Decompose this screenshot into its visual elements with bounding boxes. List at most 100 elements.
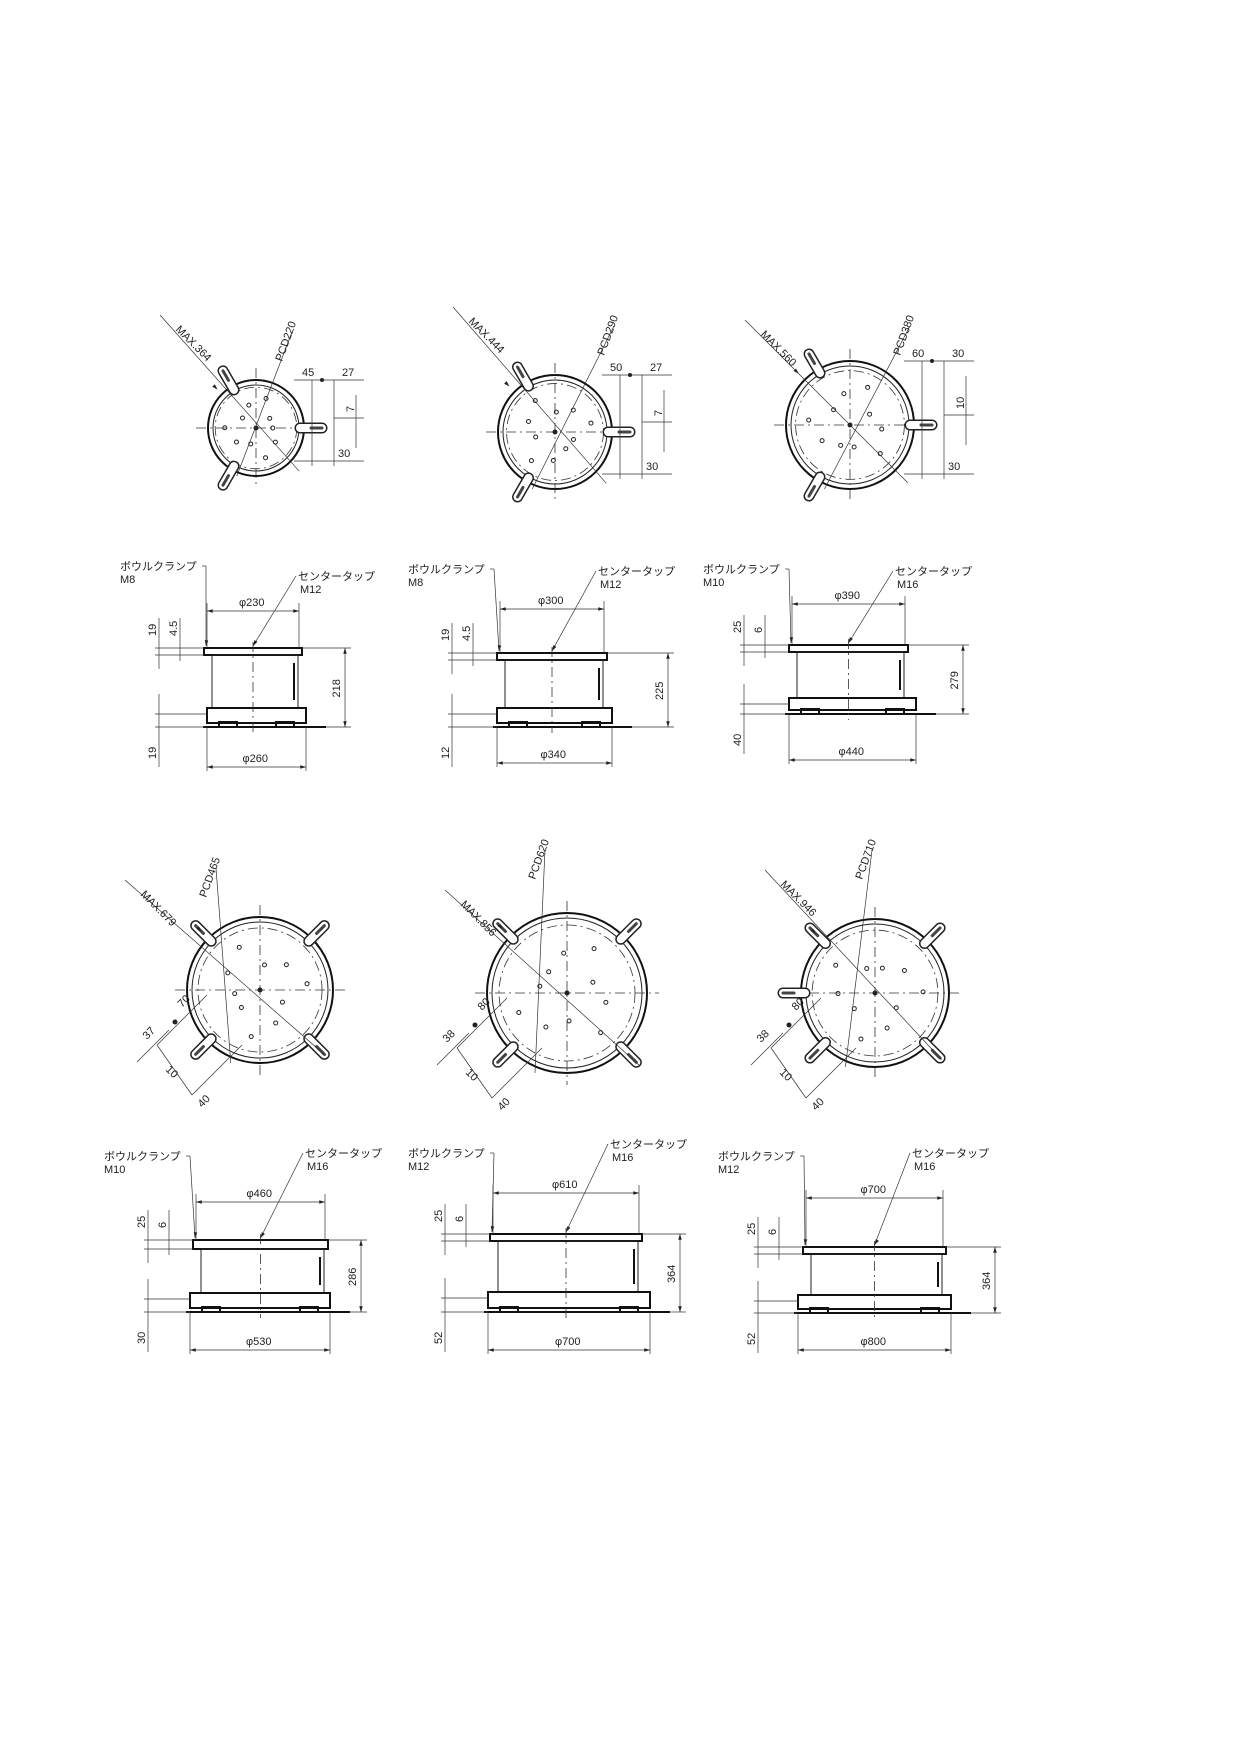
arrowhead: [789, 637, 794, 643]
top-diameter-dim: φ610: [552, 1179, 578, 1191]
mounting-hole: [262, 962, 268, 968]
base-diameter-dim: φ440: [839, 746, 865, 758]
bowl-clamp-label: ボウルクランプ: [408, 563, 485, 576]
mounting-hole: [240, 415, 246, 421]
arrowhead: [359, 1240, 363, 1246]
base-height-dim: 52: [433, 1332, 445, 1344]
bowl-clamp-size: M8: [408, 577, 423, 589]
arrowhead: [490, 1226, 495, 1232]
arrowhead: [961, 645, 965, 651]
base-height-dim: 30: [136, 1332, 148, 1344]
arrowhead: [212, 384, 218, 390]
mounting-hole: [270, 425, 276, 431]
arrowhead: [810, 928, 816, 934]
mounting-hole: [279, 999, 285, 1005]
mounting-hole: [920, 989, 926, 995]
arrowhead: [497, 923, 503, 929]
center-tap-label: センタータップ: [298, 570, 375, 583]
mounting-hole: [841, 391, 847, 397]
max-diameter-label: MAX.679: [138, 889, 178, 929]
pcd-label: PCD220: [274, 320, 299, 363]
mounting-hole: [851, 444, 857, 450]
arrowhead: [190, 1348, 196, 1352]
mounting-hole: [858, 1036, 864, 1042]
bowl-outline: [186, 916, 334, 1064]
dim-lug-reach: 40: [196, 1093, 213, 1110]
mounting-hole: [806, 417, 812, 423]
arrowhead: [196, 926, 202, 932]
mounting-hole: [272, 439, 278, 445]
arrowhead: [678, 1306, 682, 1312]
mounting-hole: [893, 1005, 899, 1011]
base-diameter-dim: φ800: [861, 1336, 887, 1348]
mounting-hole: [553, 409, 559, 415]
arrowhead: [789, 758, 795, 762]
center-tap-size: M16: [897, 579, 918, 591]
bowl-clamp-size: M12: [408, 1161, 429, 1173]
dim-lug-width: 7: [653, 410, 665, 416]
drive-body: [810, 1253, 943, 1296]
mounting-hole: [867, 411, 873, 417]
arrowhead: [207, 609, 213, 613]
pcd-label: PCD710: [854, 838, 879, 881]
mounting-hole: [225, 970, 231, 976]
arrowhead: [910, 758, 916, 762]
mounting-hole: [222, 425, 228, 431]
mounting-hole: [865, 384, 871, 390]
arrowhead: [899, 602, 905, 606]
mounting-hole: [236, 944, 242, 950]
mounting-hole: [561, 950, 567, 956]
arrowhead: [803, 1239, 808, 1245]
arrowhead: [606, 761, 612, 765]
bowl-clamp-size: M8: [120, 574, 135, 586]
top-diameter-dim: φ230: [239, 597, 265, 609]
mounting-hole: [267, 415, 273, 421]
center-tap-size: M16: [612, 1152, 633, 1164]
dim-lug-offset: 45: [302, 367, 314, 379]
center-tap-label: センタータップ: [598, 565, 675, 578]
top-diameter-dim: φ460: [247, 1188, 273, 1200]
plate-thickness-dim: 4.5: [168, 621, 180, 636]
arrowhead: [497, 761, 503, 765]
mounting-hole: [835, 991, 841, 997]
arrowhead: [300, 765, 306, 769]
mounting-hole: [532, 398, 538, 404]
base-height-dim: 52: [746, 1333, 758, 1345]
center-tap-mark: [552, 429, 558, 435]
dim-lug-length: 37: [141, 1025, 158, 1042]
mounting-hole: [233, 439, 239, 445]
arrowhead: [359, 1306, 363, 1312]
arrowhead: [488, 1348, 494, 1352]
plate-thickness-dim: 6: [753, 627, 765, 633]
center-tap-label: センタータップ: [912, 1147, 989, 1160]
arrowhead: [848, 637, 853, 643]
center-tap-label: センタータップ: [895, 565, 972, 578]
bowl-clamp-label: ボウルクランプ: [408, 1147, 485, 1160]
arrowhead: [552, 645, 557, 651]
mounting-hole: [879, 965, 885, 971]
arrowhead: [806, 1196, 812, 1200]
plate-thickness-dim: 6: [767, 1229, 779, 1235]
bowl-clamp-label: ボウルクランプ: [104, 1150, 181, 1163]
dim-lug-offset: 60: [912, 348, 924, 360]
arrowhead: [793, 368, 799, 374]
center-tap-mark: [257, 987, 263, 993]
arrowhead: [961, 708, 965, 714]
drive-body: [796, 651, 905, 699]
base-height-dim: 19: [147, 747, 159, 759]
bowl-clamp-size: M10: [703, 577, 724, 589]
dim-lug-width: 10: [163, 1064, 180, 1081]
base-height-dim: 12: [440, 747, 452, 759]
mounting-hole: [543, 1024, 549, 1030]
bowl-outline: [486, 912, 648, 1074]
arrowhead: [678, 1234, 682, 1240]
mounting-hole: [533, 434, 539, 440]
drive-body: [504, 659, 604, 709]
base: [496, 707, 613, 724]
top-diameter-dim: φ300: [538, 595, 564, 607]
plate-thickness-dim: 4.5: [461, 626, 473, 641]
